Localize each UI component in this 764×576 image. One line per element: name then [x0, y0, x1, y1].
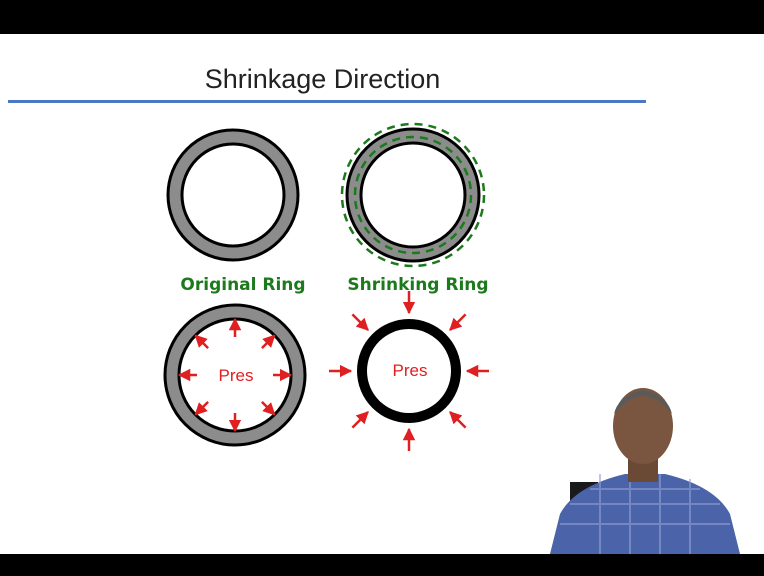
pressure-arrow [449, 313, 467, 331]
letterbox-bottom [0, 554, 764, 576]
original-ring [166, 128, 300, 262]
shrinking-ring-caption: Shrinking Ring [347, 275, 488, 295]
outward-pressure-arrows [177, 317, 293, 433]
title-underline [8, 100, 646, 103]
pressure-arrow [261, 401, 276, 416]
pressure-arrow [194, 401, 209, 416]
slide-title: Shrinkage Direction [204, 64, 441, 94]
pressure-arrow [351, 411, 369, 429]
inward-pressure-arrows [329, 291, 489, 451]
pressure-arrow [351, 313, 369, 331]
shrinking-ring [340, 122, 486, 268]
presenter-face [613, 388, 673, 464]
lecture-slide: Shrinkage Direction Original Ring Shrink… [0, 34, 764, 554]
pressure-label: Pres [219, 366, 254, 385]
presenter-video [550, 388, 740, 554]
pressure-arrow [194, 334, 209, 349]
pressure-arrow [449, 411, 467, 429]
letterbox-top [0, 0, 764, 34]
pressure-label: Pres [393, 361, 428, 380]
pressure-arrow [261, 334, 276, 349]
presenter-shirt [550, 474, 740, 554]
ring-diagram: Original Ring Shrinking Ring Pres Pres [163, 122, 489, 451]
original-ring-caption: Original Ring [180, 275, 305, 295]
pressure-ring-inward [357, 319, 461, 423]
